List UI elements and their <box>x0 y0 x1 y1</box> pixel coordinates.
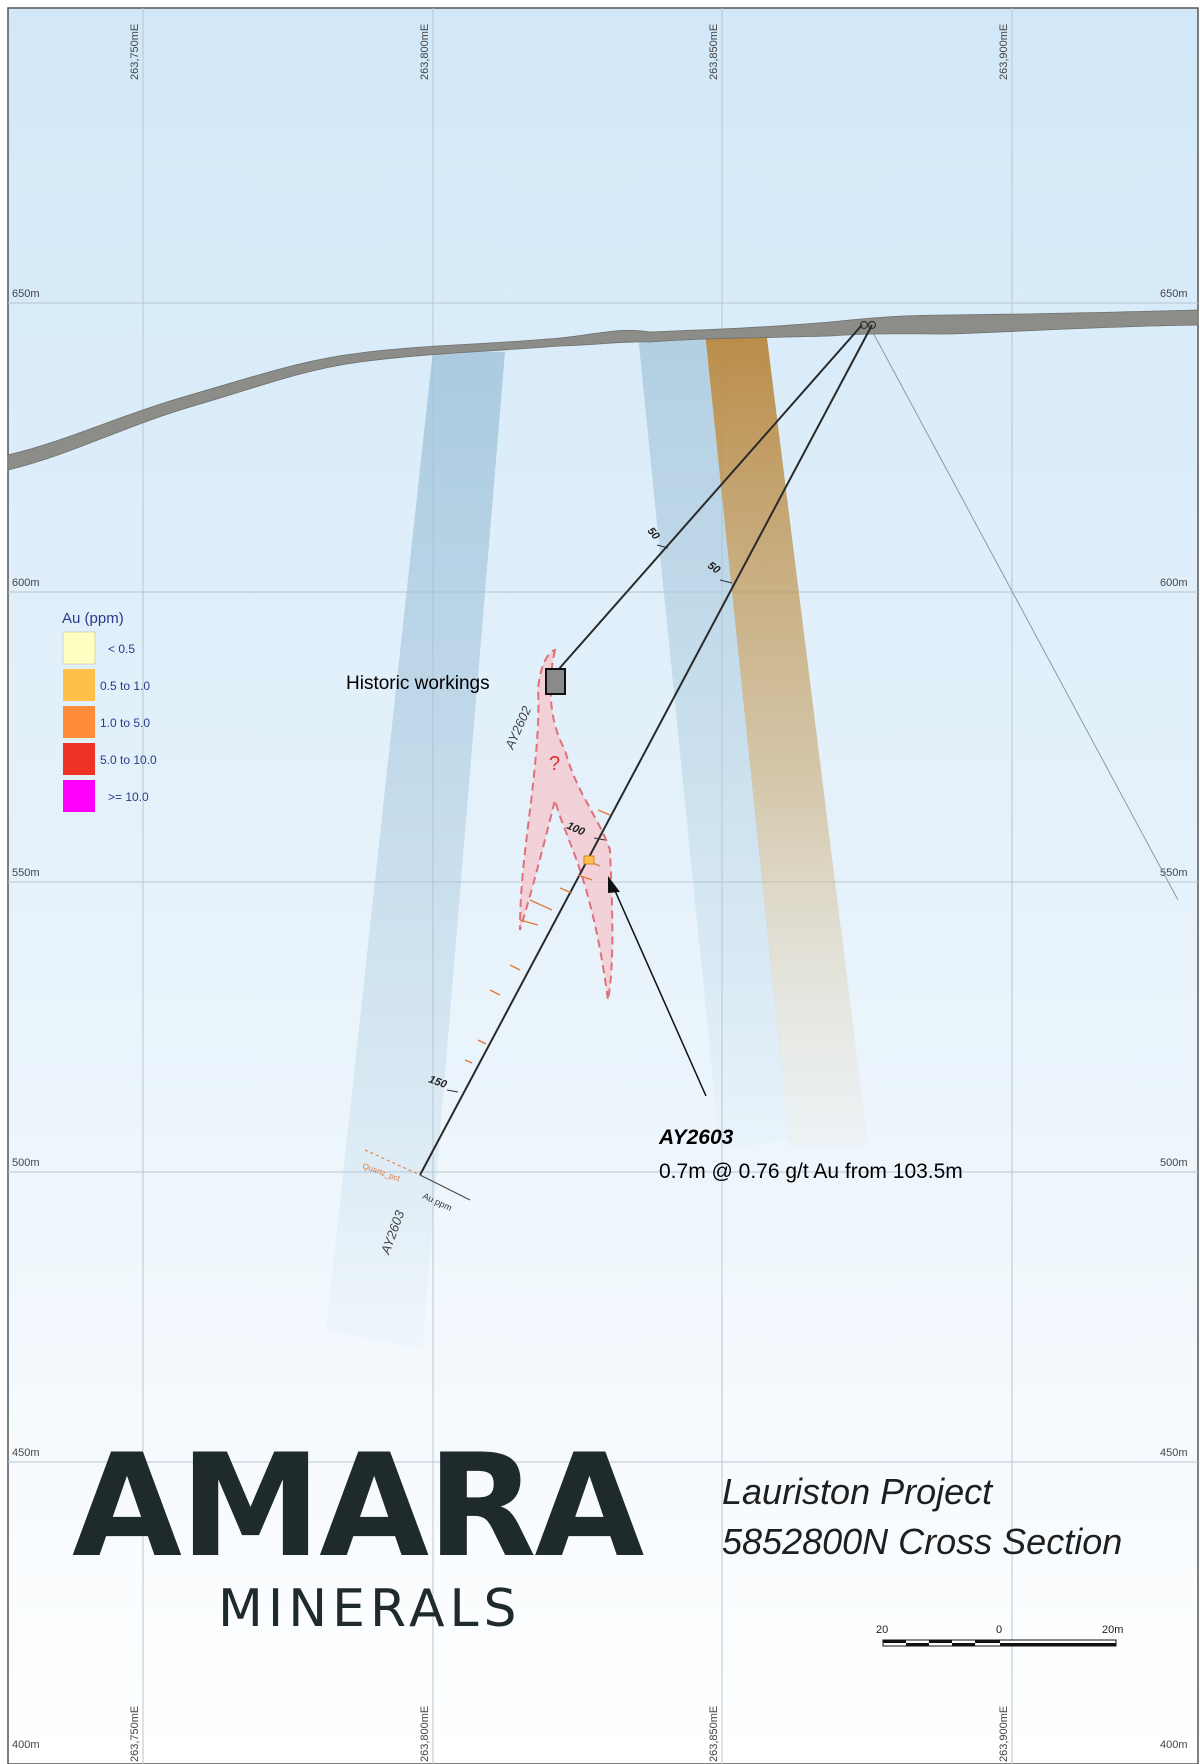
easting-label-bottom-3: 263,850mE <box>708 1706 720 1762</box>
legend-label-1-0-to-5-0: 1.0 to 5.0 <box>100 716 150 730</box>
scale-label-right: 20m <box>1102 1624 1123 1636</box>
drillhole-ay2603-trace <box>419 324 873 1176</box>
callout-hole-name: AY2603 <box>658 1126 734 1149</box>
callout-arrow-head <box>608 876 620 893</box>
legend-swatch-lt-0-5 <box>62 631 96 665</box>
project-title-line1: Lauriston Project <box>722 1471 994 1512</box>
elevation-label-left-500: 500m <box>12 1157 40 1169</box>
au-legend: Au (ppm) < 0.5 0.5 to 1.0 1.0 to 5.0 5.0… <box>62 610 157 812</box>
historic-workings-label: Historic workings <box>346 673 490 694</box>
blue-structure-left <box>326 350 505 1350</box>
legend-label-0-5-to-1-0: 0.5 to 1.0 <box>100 679 150 693</box>
collar-ay2603 <box>867 320 877 330</box>
topography-surface <box>7 309 1199 471</box>
quartz-trace-line <box>364 1149 421 1176</box>
easting-label-top-1: 263,750mE <box>129 24 141 80</box>
scale-label-left: 20 <box>876 1624 888 1636</box>
scale-label-middle: 0 <box>996 1624 1002 1636</box>
legend-label-gte-10-0: >= 10.0 <box>108 790 149 804</box>
quartz-trace-tick: · <box>365 1146 368 1155</box>
elevation-label-left-550: 550m <box>12 867 40 879</box>
dip-projection-line <box>869 326 1179 901</box>
elevation-label-right-650: 650m <box>1160 288 1188 300</box>
callout-result: 0.7m @ 0.76 g/t Au from 103.5m <box>659 1160 963 1183</box>
legend-swatch-gte-10-0 <box>63 780 95 812</box>
drillhole-ay2602-trace <box>557 324 863 671</box>
legend-title: Au (ppm) <box>62 610 124 627</box>
unknown-marker: ? <box>549 753 560 775</box>
elevation-label-right-400: 400m <box>1160 1739 1188 1751</box>
historic-workings-marker <box>545 668 566 695</box>
legend-label-lt-0-5: < 0.5 <box>108 642 135 656</box>
legend-swatch-5-0-to-10-0 <box>63 743 95 775</box>
map-frame <box>7 7 1199 1764</box>
legend-swatch-1-0-to-5-0 <box>63 706 95 738</box>
elevation-label-left-450: 450m <box>12 1447 40 1459</box>
legend-swatch-0-5-to-1-0 <box>63 669 95 701</box>
elevation-label-left-400: 400m <box>12 1739 40 1751</box>
elevation-label-right-600: 600m <box>1160 577 1188 589</box>
au-trace-axis <box>419 1174 471 1201</box>
easting-label-top-4: 263,900mE <box>998 24 1010 80</box>
elevation-label-left-600: 600m <box>12 577 40 589</box>
blue-structure-middle <box>638 335 790 1150</box>
interpreted-zone <box>519 648 614 1001</box>
brand-name: AMARA <box>72 1424 644 1589</box>
legend-label-5-0-to-10-0: 5.0 to 10.0 <box>100 753 157 767</box>
elevation-label-left-650: 650m <box>12 288 40 300</box>
mineralised-zone <box>705 330 868 1148</box>
easting-label-bottom-2: 263,800mE <box>419 1706 431 1762</box>
easting-label-bottom-1: 263,750mE <box>129 1706 141 1762</box>
callout-arrow-line <box>611 883 707 1097</box>
project-title-line2: 5852800N Cross Section <box>722 1521 1122 1562</box>
collar-ay2602 <box>859 320 869 330</box>
brand-subtitle: MINERALS <box>218 1579 522 1639</box>
elevation-label-right-500: 500m <box>1160 1157 1188 1169</box>
au-intercept-marker <box>583 855 595 865</box>
easting-label-bottom-4: 263,900mE <box>998 1706 1010 1762</box>
elevation-label-right-450: 450m <box>1160 1447 1188 1459</box>
elevation-label-right-550: 550m <box>1160 867 1188 879</box>
easting-label-top-3: 263,850mE <box>708 24 720 80</box>
easting-label-top-2: 263,800mE <box>419 24 431 80</box>
scale-bar: 20 0 20m <box>876 1624 1123 1647</box>
elevation-gridlines <box>8 302 1198 1463</box>
